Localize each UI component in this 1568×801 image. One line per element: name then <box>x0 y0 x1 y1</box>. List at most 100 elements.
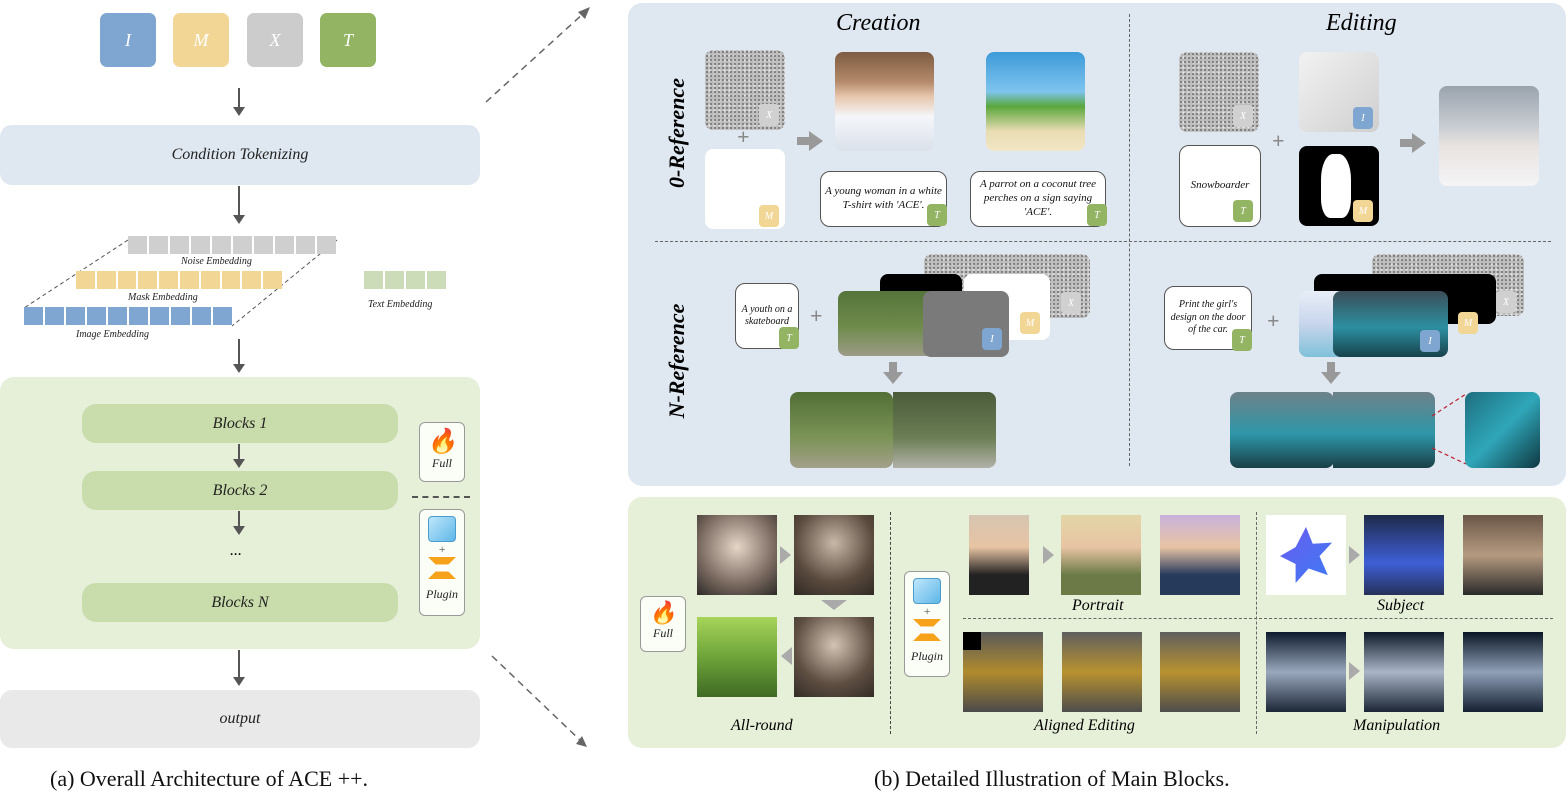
arrow-right-icon <box>797 131 823 151</box>
arrow-right-icon <box>1349 662 1360 680</box>
star-logo-icon <box>1280 527 1332 583</box>
arrow-right-icon <box>780 546 791 564</box>
mask-embedding-label: Mask Embedding <box>128 292 198 303</box>
arrow <box>233 186 245 224</box>
badge-i: I <box>982 328 1002 350</box>
robot-result-1 <box>1062 632 1142 712</box>
arrow-down-icon <box>883 362 903 384</box>
badge-x: X <box>759 104 779 126</box>
full-mode-box: 🔥 Full <box>640 596 686 652</box>
label-manipulation: Manipulation <box>1353 717 1441 734</box>
subject-result-2 <box>1463 515 1543 595</box>
embedding-perspective-lines <box>23 239 338 327</box>
plus-icon: + <box>810 303 823 328</box>
arrow <box>233 511 245 535</box>
column-creation: Creation <box>836 10 921 36</box>
arrow <box>233 88 245 116</box>
einstein-image <box>697 515 777 595</box>
badge-i: I <box>1420 330 1440 352</box>
badge-t: T <box>927 204 947 226</box>
label-portrait: Portrait <box>1072 597 1124 614</box>
plugin-label: Plugin <box>911 649 943 663</box>
skateboard-image <box>838 291 936 356</box>
arrow-left-icon <box>781 647 792 665</box>
mode-divider <box>412 496 470 498</box>
full-mode-box: 🔥 Full <box>419 422 465 482</box>
row-divider <box>655 241 1551 242</box>
subject-result-1 <box>1364 515 1444 595</box>
block-2: Blocks 2 <box>82 471 398 510</box>
badge-m: M <box>1020 312 1040 334</box>
condition-tokenizing-box: Condition Tokenizing <box>0 125 480 185</box>
robot-source <box>963 632 1043 712</box>
robot-result-2 <box>1160 632 1240 712</box>
arrow-down-icon <box>821 600 847 610</box>
arrow <box>233 650 245 686</box>
block-1: Blocks 1 <box>82 404 398 443</box>
badge-x: X <box>1061 292 1081 314</box>
badge-m: M <box>1458 312 1478 334</box>
plugin-mode-box: + Plugin <box>419 509 465 616</box>
caption-a: (a) Overall Architecture of ACE ++. <box>50 766 369 791</box>
row-n-reference: N-Reference <box>664 303 689 419</box>
row-zero-reference: 0-Reference <box>664 78 689 188</box>
text-embedding <box>364 271 446 289</box>
portrait-result-1 <box>1061 515 1141 595</box>
section-divider <box>1256 512 1257 734</box>
noise-embedding-label: Noise Embedding <box>181 256 252 267</box>
token-mask: M <box>173 13 229 67</box>
section-divider <box>963 618 1553 619</box>
block-n: Blocks N <box>82 583 398 622</box>
full-label: Full <box>432 456 452 470</box>
arrow-down-icon <box>1321 362 1341 384</box>
full-label: Full <box>653 626 673 640</box>
elf-image-2 <box>794 617 874 697</box>
noise-embedding <box>128 236 336 254</box>
plugin-mode-box: + Plugin <box>904 571 950 677</box>
badge-t: T <box>1232 329 1252 351</box>
badge-x: X <box>1233 105 1253 127</box>
image-embedding <box>24 307 232 325</box>
arrow <box>233 339 245 373</box>
output-box: output <box>0 690 480 748</box>
column-divider <box>1129 14 1130 466</box>
label-aligned-editing: Aligned Editing <box>1034 717 1135 734</box>
zoom-connector <box>485 7 590 747</box>
plus-icon: + <box>1267 308 1280 333</box>
label-subject: Subject <box>1377 597 1425 614</box>
parrot-image <box>986 52 1085 151</box>
car-result-1 <box>1230 392 1334 468</box>
text-youth: A youth on a skateboard <box>735 283 799 349</box>
woman-image <box>835 52 934 151</box>
skateboard-result-1 <box>790 392 893 468</box>
badge-m: M <box>759 205 779 227</box>
plus-icon: + <box>1272 128 1285 153</box>
badge-t: T <box>779 327 799 349</box>
ice-cube-icon <box>913 578 941 604</box>
manipulation-result-1 <box>1364 632 1444 712</box>
section-divider <box>890 512 891 734</box>
car-result-2 <box>1333 392 1435 468</box>
elf-image-1 <box>794 515 874 595</box>
arrow-right-icon <box>1400 133 1426 153</box>
mask-embedding <box>76 271 282 289</box>
token-noise: X <box>247 13 303 67</box>
elf-forest-image <box>697 617 777 697</box>
fire-icon: 🔥 <box>649 600 677 625</box>
badge-t: T <box>1087 204 1107 226</box>
badge-x: X <box>1496 291 1516 313</box>
manipulation-result-2 <box>1463 632 1543 712</box>
ice-cube-icon <box>428 516 456 542</box>
label-allround: All-round <box>731 717 793 734</box>
snowboarder-image <box>1439 86 1539 186</box>
logo-image <box>1266 515 1346 595</box>
zoom-lines <box>1431 393 1467 465</box>
manipulation-source <box>1266 632 1346 712</box>
fire-icon: 🔥 <box>427 429 457 455</box>
portrait-result-2 <box>1160 515 1240 595</box>
badge-m: M <box>1353 200 1373 222</box>
column-editing: Editing <box>1326 10 1397 36</box>
caption-b: (b) Detailed Illustration of Main Blocks… <box>874 766 1230 791</box>
car-door-zoom <box>1465 392 1540 468</box>
plus-icon: + <box>737 124 750 149</box>
